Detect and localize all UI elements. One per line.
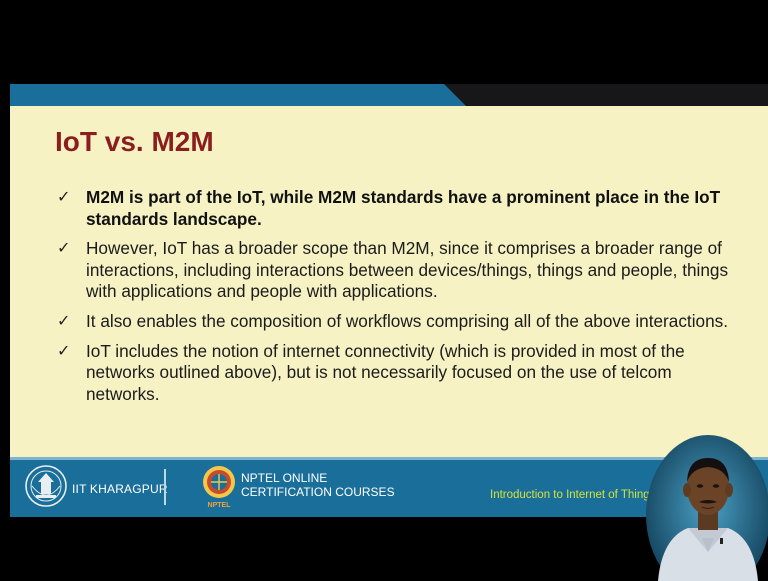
slide-footer: IIT KHARAGPUR NPTEL NPTEL ONLINE CERTIFI… [10, 457, 768, 517]
presenter-video-overlay [646, 435, 768, 581]
bullet-list: ✓ M2M is part of the IoT, while M2M stan… [55, 187, 745, 413]
course-title: Introduction to Internet of Things [490, 489, 656, 501]
footer-strip [10, 457, 768, 460]
nptel-logo-icon: NPTEL [203, 466, 235, 509]
bullet-text: M2M is part of the IoT, while M2M standa… [86, 187, 721, 229]
check-icon: ✓ [57, 342, 71, 360]
nptel-logo-text: NPTEL [208, 502, 232, 509]
bullet-text: It also enables the composition of workf… [86, 310, 728, 331]
nptel-line1: NPTEL ONLINE [241, 471, 328, 485]
iit-kharagpur-logo-icon [25, 465, 67, 507]
check-icon: ✓ [57, 240, 71, 258]
bullet-item: ✓ However, IoT has a broader scope than … [55, 238, 745, 303]
check-icon: ✓ [57, 312, 71, 330]
slide-title: IoT vs. M2M [55, 126, 214, 157]
nptel-line2: CERTIFICATION COURSES [241, 485, 395, 499]
bullet-item: ✓ It also enables the composition of wor… [55, 311, 745, 333]
bullet-item: ✓ IoT includes the notion of internet co… [55, 341, 745, 406]
bullet-item: ✓ M2M is part of the IoT, while M2M stan… [55, 187, 745, 230]
bullet-text: IoT includes the notion of internet conn… [86, 340, 685, 404]
check-icon: ✓ [57, 189, 71, 206]
institute-name: IIT KHARAGPUR [72, 482, 168, 496]
slide: IoT vs. M2M ✓ M2M is part of the IoT, wh… [10, 84, 768, 517]
footer-divider [164, 469, 166, 505]
top-band-blue [10, 84, 466, 106]
bullet-text: However, IoT has a broader scope than M2… [86, 238, 729, 302]
